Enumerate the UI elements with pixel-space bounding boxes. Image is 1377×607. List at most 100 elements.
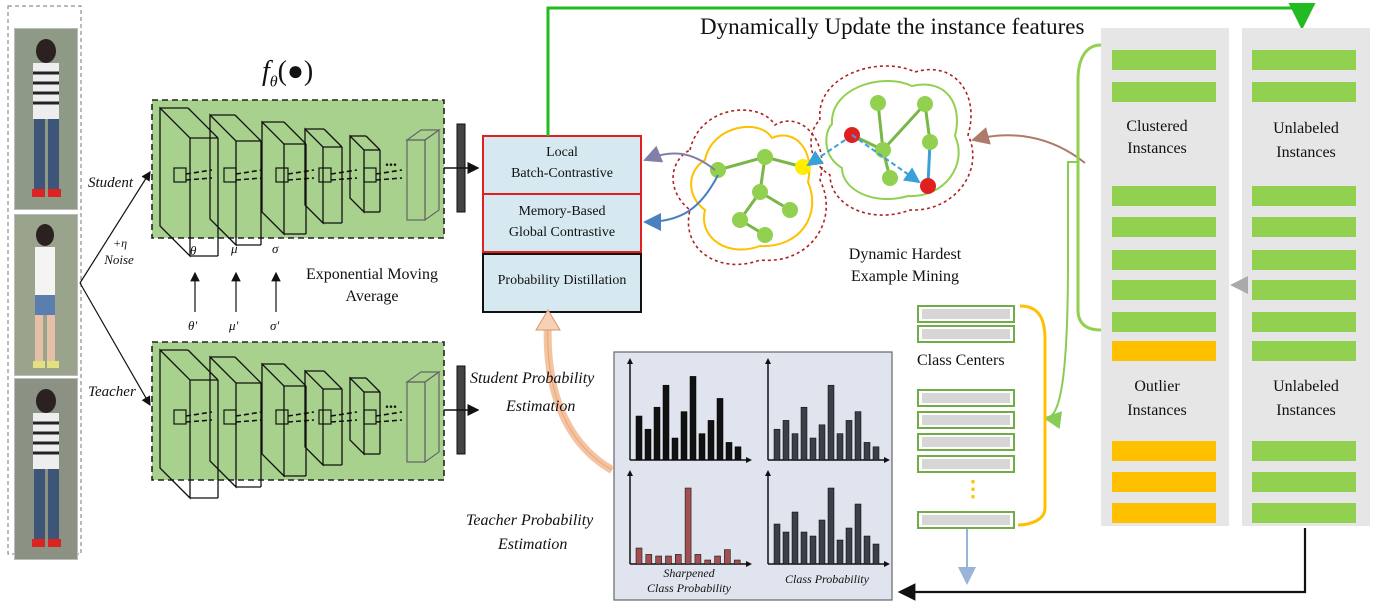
prob-bar	[662, 384, 670, 461]
clustered-instance-bar	[1112, 280, 1216, 300]
class-center-bar	[917, 511, 1015, 529]
conv-layers	[159, 106, 441, 500]
encoder-formula: fθ(●)	[262, 56, 314, 91]
prob-bar	[653, 406, 661, 461]
teacher-label: Teacher	[88, 384, 136, 400]
prob-chart-top-right	[765, 358, 890, 463]
prob-bar	[665, 555, 672, 565]
prob-bar	[863, 442, 871, 461]
person-image-1	[14, 28, 78, 210]
prob-bar	[836, 433, 844, 461]
prob-bar	[827, 384, 835, 461]
graph-left-nodes	[710, 149, 798, 243]
unlabeled-instance-bar	[1252, 82, 1356, 102]
prob-bar	[645, 554, 653, 565]
person-image-3	[14, 378, 78, 560]
prob-bar	[733, 559, 741, 565]
prob-bar	[782, 531, 790, 565]
clustered-instance-bar	[1112, 250, 1216, 270]
clustered-bracket	[1076, 43, 1102, 332]
unlabeled-label-1b: Unlabeled	[1273, 378, 1339, 395]
prob-bar	[800, 406, 808, 461]
memory-label-2: Global Contrastive	[508, 225, 616, 240]
prob-bar	[716, 398, 724, 461]
mining-label-2: Example Mining	[851, 268, 959, 285]
hard-positive-node	[795, 159, 811, 175]
outlier-label-2: Instances	[1127, 402, 1187, 419]
memory-label-1: Memory-Based	[518, 204, 606, 219]
update-flow-arrow	[546, 3, 1316, 136]
prob-distill-label: Probability Distillation	[497, 273, 627, 288]
memory-return-arrow	[897, 528, 1307, 601]
cluster-left-outer	[672, 109, 828, 266]
teacher-prob-label-1: Teacher Probability	[466, 512, 594, 529]
param-mu: μ	[231, 241, 238, 256]
teacher-input-arrow	[79, 282, 151, 407]
prob-bar	[845, 527, 853, 565]
prob-bar	[863, 535, 871, 565]
class-center-bar	[917, 411, 1015, 429]
prob-bar	[724, 549, 731, 565]
person-image-2	[14, 214, 78, 376]
prob-bar	[782, 420, 790, 461]
prob-bar	[827, 487, 835, 565]
outlier-instance-bar	[1112, 441, 1216, 461]
centers-bracket	[1017, 304, 1047, 527]
prob-bar	[791, 511, 799, 565]
prob-bar	[872, 543, 880, 565]
unlabeled-instance-bar	[1252, 217, 1356, 237]
teacher-ellipsis: ...	[385, 395, 397, 412]
noise-label: Noise	[104, 252, 134, 267]
probability-charts	[627, 358, 890, 567]
teacher-conv-block	[209, 355, 263, 489]
unlabeled-instance-bar	[1252, 280, 1356, 300]
prob-chart-bottom-right	[765, 470, 890, 567]
unlabeled-instance-bar	[1252, 503, 1356, 523]
teacher-final-block	[405, 370, 441, 464]
class-prob-label: Class Probability	[785, 572, 869, 586]
prob-bar	[800, 531, 808, 565]
prob-bar	[872, 446, 880, 461]
cluster-left-inner	[690, 125, 814, 251]
teacher-prob-label-2: Estimation	[498, 536, 568, 553]
prob-bar	[725, 442, 733, 461]
prob-bar	[680, 411, 688, 461]
unlabeled-instance-bar	[1252, 250, 1356, 270]
teacher-conv-block	[349, 376, 403, 456]
prob-distill-box	[482, 253, 642, 313]
param-sigma-prime: σ'	[270, 318, 280, 333]
prob-bar	[707, 420, 715, 461]
memory-global-box	[482, 193, 642, 253]
class-center-bar	[917, 325, 1015, 343]
teacher-conv-block	[261, 362, 315, 478]
prob-bar	[845, 420, 853, 461]
prob-bar	[773, 523, 781, 565]
local-label-1: Local	[546, 145, 578, 160]
student-encoder	[151, 99, 445, 239]
param-theta: θ	[190, 243, 197, 258]
student-input-arrow	[79, 170, 151, 284]
teacher-conv-block	[304, 369, 358, 467]
prob-bar	[714, 555, 721, 565]
prob-bar	[655, 555, 662, 565]
student-conv-block	[304, 127, 358, 225]
unlabeled-label-1a: Unlabeled	[1273, 120, 1339, 137]
param-sigma: σ	[272, 241, 279, 256]
prob-bar	[675, 554, 682, 565]
class-center-bar	[917, 433, 1015, 451]
unlabeled-label-2b: Instances	[1276, 402, 1336, 419]
student-conv-block	[349, 134, 403, 214]
clustered-instance-bar	[1112, 82, 1216, 102]
clustered-label-2: Instances	[1127, 140, 1187, 157]
clustered-instance-bar	[1112, 217, 1216, 237]
class-center-bar	[917, 305, 1015, 323]
cluster-right-outer	[810, 65, 974, 216]
prob-bar	[818, 519, 826, 565]
class-center-bar	[917, 455, 1015, 473]
prob-bar	[704, 559, 711, 565]
prob-bar	[635, 415, 643, 461]
unlabeled-instance-bar	[1252, 312, 1356, 332]
prob-bar	[854, 503, 862, 565]
